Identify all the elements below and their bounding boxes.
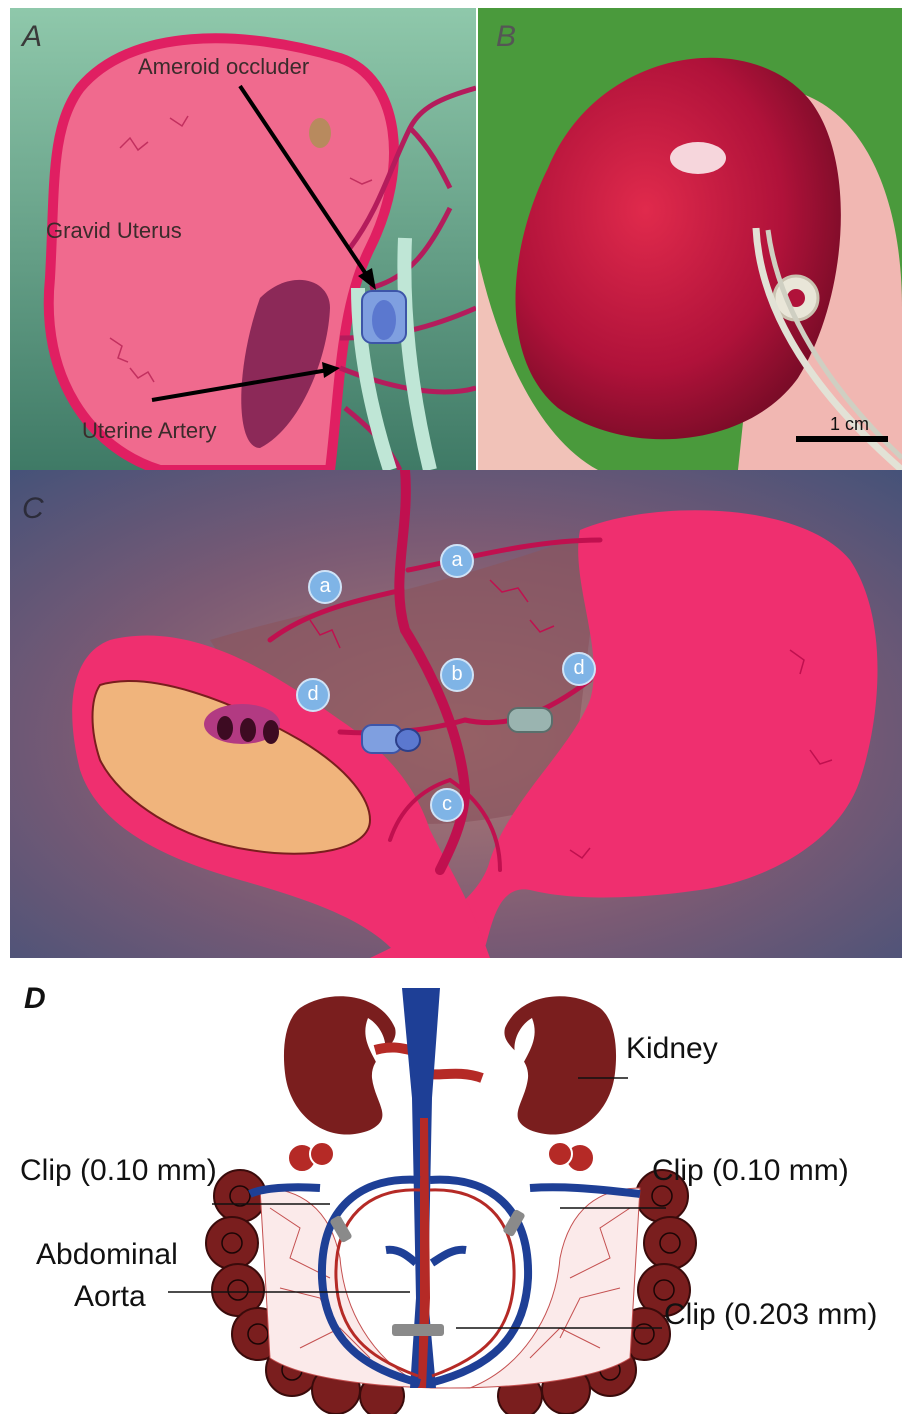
panel-c-letter: C <box>22 492 44 526</box>
marker-a-right: a <box>440 544 474 578</box>
panel-a-letter: A <box>22 20 42 54</box>
kidney-right <box>504 996 616 1134</box>
abdominal-label: Abdominal <box>36 1238 178 1272</box>
panel-d-letter: D <box>24 982 46 1016</box>
scale-bar-label: 1 cm <box>830 414 869 435</box>
clip-bottom-label: Clip (0.203 mm) <box>664 1298 877 1332</box>
panel-b-drawing <box>478 8 902 470</box>
kidney-label: Kidney <box>626 1032 718 1066</box>
ameroid-occluder-label: Ameroid occluder <box>138 54 309 80</box>
clip-right-label: Clip (0.10 mm) <box>652 1154 849 1188</box>
marker-a-left: a <box>308 570 342 604</box>
marker-d-right: d <box>562 652 596 686</box>
ameroid-occluder-shape <box>362 291 406 343</box>
panel-d-diagram: D Kidney Clip (0.10 mm) Clip (0.10 mm) A… <box>0 958 902 1414</box>
panel-b-letter: B <box>496 20 516 54</box>
marker-c: c <box>430 788 464 822</box>
uterine-artery-label: Uterine Artery <box>82 418 217 444</box>
clip-left-label: Clip (0.10 mm) <box>20 1154 217 1188</box>
occluder-right <box>508 708 552 732</box>
kidney-left <box>284 996 396 1134</box>
gravid-uterus-label: Gravid Uterus <box>46 218 182 244</box>
marker-b: b <box>440 658 474 692</box>
aorta-label: Aorta <box>74 1280 146 1314</box>
panel-a-illustration: A Ameroid occluder Gravid Uterus Uterine… <box>10 8 476 470</box>
marker-d-left: d <box>296 678 330 712</box>
panel-b-photo: B 1 cm <box>478 8 902 470</box>
occluder-left <box>362 725 420 753</box>
clip-bottom-shape <box>392 1324 444 1336</box>
panel-c-illustration: C a a b c d d <box>10 470 902 958</box>
